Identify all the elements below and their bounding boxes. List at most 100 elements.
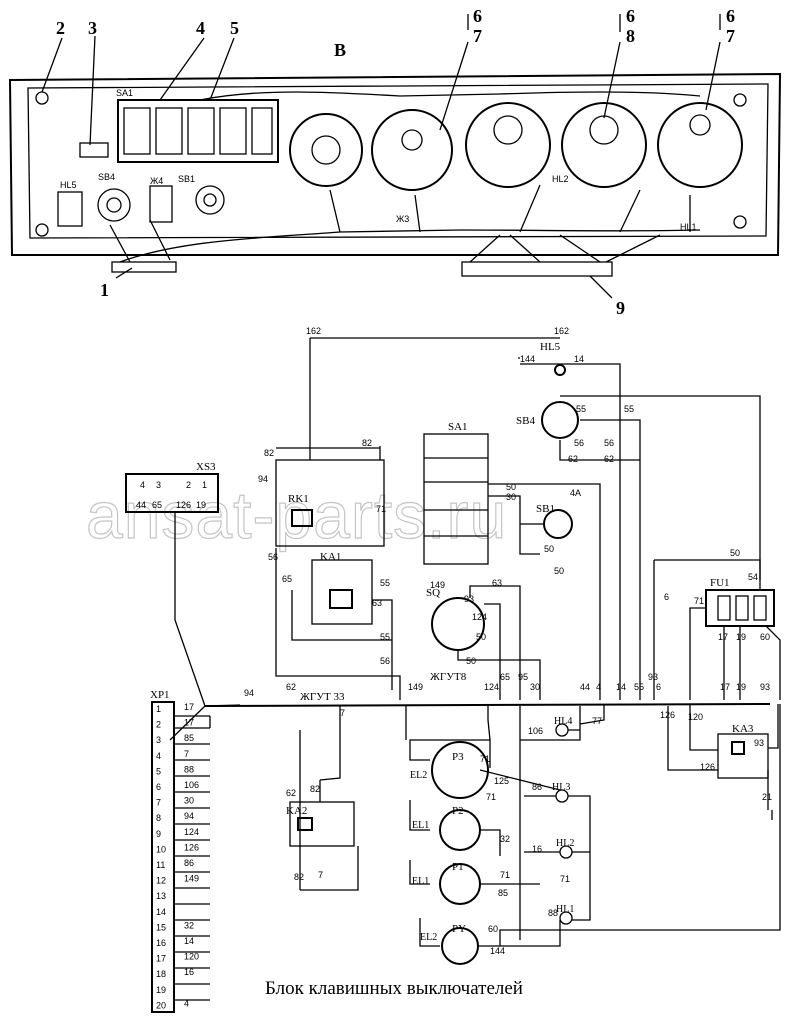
svg-text:EL1: EL1: [412, 820, 429, 831]
wire-number: 50: [554, 566, 564, 576]
xp1-pin: 6: [156, 782, 161, 792]
wire-number: 144: [490, 946, 505, 956]
schematic-wiring: [125, 337, 781, 1013]
xp1-wire-number: 88: [184, 764, 194, 774]
wire-number: 82: [294, 872, 304, 882]
wire-number: 63: [492, 578, 502, 588]
wire-number: 16: [532, 844, 542, 854]
xp1-pin: 3: [156, 735, 161, 745]
wire-number: 124: [472, 612, 487, 622]
xp1-wire-number: 7: [184, 749, 189, 759]
xp1-pin: 14: [156, 907, 166, 917]
svg-text:PY: PY: [452, 923, 466, 935]
wire-number: 93: [754, 738, 764, 748]
svg-text:P3: P3: [452, 751, 464, 763]
wire-number: 55: [380, 632, 390, 642]
xp1-wire-number: 17: [184, 718, 194, 728]
wire-number: 120: [688, 712, 703, 722]
wire-number: 62: [286, 788, 296, 798]
wire-number: 62: [604, 454, 614, 464]
wire-number: 93: [760, 682, 770, 692]
xp1-pin: 16: [156, 938, 166, 948]
xp1-pin: 1: [156, 704, 161, 714]
wire-number: 32: [500, 834, 510, 844]
svg-text:SB1: SB1: [536, 503, 555, 515]
wire-number: 50: [730, 548, 740, 558]
callout: 7: [726, 26, 735, 46]
xp1-wire-number: 32: [184, 920, 194, 930]
wire-number: 86: [532, 782, 542, 792]
harness-label: ЖГУТ 33: [300, 691, 345, 703]
wire-number: 55: [576, 404, 586, 414]
callout: 4: [196, 18, 205, 38]
wire-number: 149: [408, 682, 423, 692]
svg-text:HL1: HL1: [680, 222, 697, 232]
wire-number: 149: [430, 580, 445, 590]
xp1-pin: 15: [156, 922, 166, 932]
wire-number: 56: [604, 438, 614, 448]
svg-text:HL2: HL2: [556, 838, 574, 849]
wire-number: 63: [372, 598, 382, 608]
wire-number: 19: [736, 682, 746, 692]
xp1-pin: 12: [156, 876, 166, 886]
xp1-wire-number: 4: [184, 998, 189, 1008]
wire-number: 126: [700, 762, 715, 772]
view-label: В: [334, 40, 346, 60]
wire-number: 19: [736, 632, 746, 642]
svg-text:EL2: EL2: [420, 932, 437, 943]
svg-text:3: 3: [156, 480, 161, 490]
wire-number: 50: [476, 632, 486, 642]
wire-number: 71: [486, 792, 496, 802]
wire-number: 71: [500, 870, 510, 880]
svg-text:HL3: HL3: [552, 782, 570, 793]
wire-number: 14: [574, 354, 584, 364]
svg-text:KA2: KA2: [286, 805, 307, 817]
xp1-pin: 11: [156, 860, 165, 870]
wire-number: 44: [580, 682, 590, 692]
wire-number: 60: [760, 632, 770, 642]
xp1-pin: 7: [156, 798, 161, 808]
xp1-wire-number: 30: [184, 796, 194, 806]
component-labels: SA1 SB1 SB4 HL5 KA1 KA2 KA3 RK1 SQ FU1 P…: [286, 341, 754, 943]
xp1-wire-number: 16: [184, 967, 194, 977]
wire-number: 95: [518, 672, 528, 682]
svg-text:SA1: SA1: [116, 88, 133, 98]
wire-number: 56: [574, 438, 584, 448]
instrument-panel: [8, 14, 782, 299]
callout: 7: [473, 26, 482, 46]
wire-number: 50: [544, 544, 554, 554]
wire-number: 6: [664, 592, 669, 602]
wire-number: 88: [548, 908, 558, 918]
wire-number: 94: [244, 688, 254, 698]
xp1-pin: 5: [156, 766, 161, 776]
callout: 2: [56, 18, 65, 38]
svg-text:KA1: KA1: [320, 551, 341, 563]
xp1-wire-number: 14: [184, 936, 194, 946]
xp1-pin: 17: [156, 954, 166, 964]
xp1-pin: 9: [156, 829, 161, 839]
callout: 5: [230, 18, 239, 38]
wire-number: 82: [310, 784, 320, 794]
wire-number: 93: [464, 594, 474, 604]
svg-text:RK1: RK1: [288, 493, 309, 505]
svg-text:HL5: HL5: [60, 180, 77, 190]
xp1-pin: 8: [156, 813, 161, 823]
wire-number: 62: [568, 454, 578, 464]
wire-number: 82: [362, 438, 372, 448]
callout: 1: [100, 280, 109, 300]
watermark: ansat-parts.ru: [86, 478, 507, 552]
xp1-wire-number: 149: [184, 874, 199, 884]
wire-number: 93: [648, 672, 658, 682]
wire-number: 6: [656, 682, 661, 692]
svg-text:SQ: SQ: [426, 587, 440, 599]
callout: 9: [616, 298, 625, 318]
wire-number: 7: [340, 708, 345, 718]
wire-number: 30: [506, 492, 516, 502]
svg-text:KA3: KA3: [732, 723, 754, 735]
wire-number: 54: [748, 572, 758, 582]
wire-number: 162: [306, 326, 321, 336]
svg-text:Ж3: Ж3: [396, 214, 409, 224]
wire-number: 65: [500, 672, 510, 682]
svg-text:2: 2: [186, 480, 191, 490]
wire-number: 124: [484, 682, 499, 692]
